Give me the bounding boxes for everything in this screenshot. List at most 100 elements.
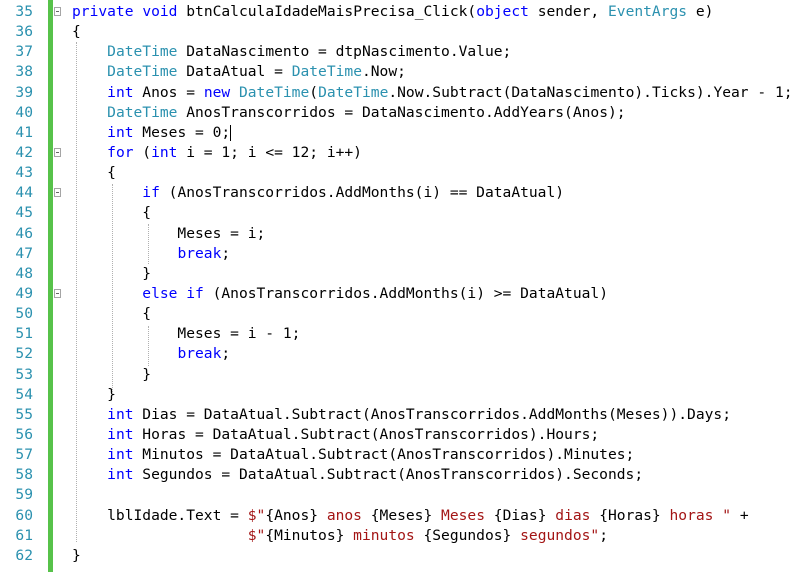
line-number: 58 <box>15 466 33 484</box>
code-line[interactable]: 53 } <box>0 365 801 385</box>
code-token <box>230 84 239 101</box>
collapse-icon[interactable] <box>54 147 61 157</box>
line-number: 55 <box>15 405 33 423</box>
code-token <box>72 527 248 544</box>
code-token <box>72 144 107 161</box>
code-line[interactable]: 61 $"{Minutos} minutos {Segundos} segund… <box>0 526 801 546</box>
code-text: { <box>72 203 151 223</box>
code-token: ( <box>133 143 152 161</box>
code-line[interactable]: 58 int Segundos = DataAtual.Subtract(Ano… <box>0 465 801 485</box>
code-token: btnCalculaIdadeMaisPrecisa_Click( <box>177 3 477 20</box>
code-line[interactable]: 45 { <box>0 203 801 223</box>
line-number: 48 <box>15 264 33 282</box>
line-number: 41 <box>15 123 33 141</box>
line-number: 49 <box>15 284 33 302</box>
line-number: 44 <box>15 184 33 202</box>
code-token: Meses = i - 1; <box>72 325 301 343</box>
code-text: break; <box>72 244 230 264</box>
line-number: 35 <box>15 3 33 20</box>
collapse-icon[interactable] <box>54 288 61 298</box>
code-token: horas " <box>660 506 732 524</box>
code-token: segundos" <box>511 526 600 544</box>
code-token: sender, <box>528 3 608 20</box>
code-text: lblIdade.Text = $"{Anos} anos {Meses} Me… <box>72 506 748 526</box>
code-token: Meses = i; <box>72 224 266 242</box>
code-token: private <box>72 3 134 20</box>
code-text: } <box>72 546 81 566</box>
code-line[interactable]: 43 { <box>0 163 801 183</box>
line-number: 51 <box>15 325 33 343</box>
line-number: 54 <box>15 385 33 403</box>
code-token: int <box>107 446 134 464</box>
code-token <box>72 124 107 141</box>
code-text: Meses = i; <box>72 224 265 244</box>
indent-guide <box>112 184 113 394</box>
code-line[interactable]: 50 { <box>0 304 801 324</box>
line-number: 56 <box>15 425 33 443</box>
change-tracking-bar <box>48 0 53 572</box>
code-line[interactable]: 44 if (AnosTranscorridos.AddMonths(i) ==… <box>0 183 801 203</box>
collapse-icon[interactable] <box>54 188 61 198</box>
code-line[interactable]: 42 for (int i = 1; i <= 12; i++) <box>0 143 801 163</box>
code-line[interactable]: 60 lblIdade.Text = $"{Anos} anos {Meses}… <box>0 506 801 526</box>
code-text: } <box>72 365 151 385</box>
code-token: {Segundos} <box>423 526 512 544</box>
code-line[interactable]: 57 int Minutos = DataAtual.Subtract(Anos… <box>0 445 801 465</box>
line-number: 45 <box>15 204 33 222</box>
code-token: int <box>107 83 134 101</box>
code-token <box>72 285 142 302</box>
code-line[interactable]: 46 Meses = i; <box>0 224 801 244</box>
code-token: object <box>476 3 529 20</box>
code-line[interactable]: 47 break; <box>0 244 801 264</box>
code-line[interactable]: 48 } <box>0 264 801 284</box>
code-line[interactable]: 49 else if (AnosTranscorridos.AddMonths(… <box>0 284 801 304</box>
code-token: break <box>177 244 222 262</box>
line-number: 52 <box>15 345 33 363</box>
code-text: } <box>72 385 116 405</box>
code-token: else <box>142 284 178 302</box>
line-number: 39 <box>15 83 33 101</box>
code-token: {Minutos} <box>265 526 345 544</box>
code-text: Meses = i - 1; <box>72 324 300 344</box>
code-line[interactable]: 37 DateTime DataNascimento = dtpNascimen… <box>0 42 801 62</box>
code-token <box>72 426 107 443</box>
code-line[interactable]: 52 break; <box>0 344 801 364</box>
code-line[interactable]: 62} <box>0 546 801 566</box>
code-line[interactable]: 56 int Horas = DataAtual.Subtract(AnosTr… <box>0 425 801 445</box>
line-number: 37 <box>15 43 33 61</box>
code-text: int Meses = 0; <box>72 123 232 143</box>
code-token: Dias = DataAtual.Subtract(AnosTranscorri… <box>133 405 731 423</box>
code-text: { <box>72 22 81 42</box>
code-token: .Now; <box>361 63 406 81</box>
line-number: 36 <box>15 23 33 41</box>
code-token: int <box>107 466 134 484</box>
line-number: 59 <box>15 486 33 504</box>
code-token <box>72 446 107 463</box>
code-token: int <box>107 123 134 141</box>
code-line[interactable]: 38 DateTime DataAtual = DateTime.Now; <box>0 62 801 82</box>
code-token: (AnosTranscorridos.AddMonths(i) >= DataA… <box>203 284 608 302</box>
code-line[interactable]: 59 <box>0 485 801 505</box>
code-text: int Segundos = DataAtual.Subtract(AnosTr… <box>72 465 643 485</box>
code-token: {Horas} <box>599 506 661 524</box>
code-token <box>72 466 107 483</box>
code-line[interactable]: 54 } <box>0 385 801 405</box>
code-token <box>72 63 107 80</box>
code-token: Meses = 0; <box>133 123 231 141</box>
code-line[interactable]: 36 { <box>0 22 801 42</box>
code-token: minutos <box>344 526 424 544</box>
code-token: anos <box>318 506 371 524</box>
code-line[interactable]: 51 Meses = i - 1; <box>0 324 801 344</box>
code-line[interactable]: 39 int Anos = new DateTime(DateTime.Now.… <box>0 83 801 103</box>
code-line[interactable]: 55 int Dias = DataAtual.Subtract(AnosTra… <box>0 405 801 425</box>
code-line[interactable]: 41 int Meses = 0; <box>0 123 801 143</box>
code-token: $" <box>247 506 266 524</box>
code-token: { <box>72 23 81 41</box>
collapse-icon[interactable] <box>54 7 61 16</box>
line-number: 61 <box>15 526 33 544</box>
code-token: lblIdade.Text = <box>72 506 248 524</box>
code-line[interactable]: 40 DateTime AnosTranscorridos = DataNasc… <box>0 103 801 123</box>
